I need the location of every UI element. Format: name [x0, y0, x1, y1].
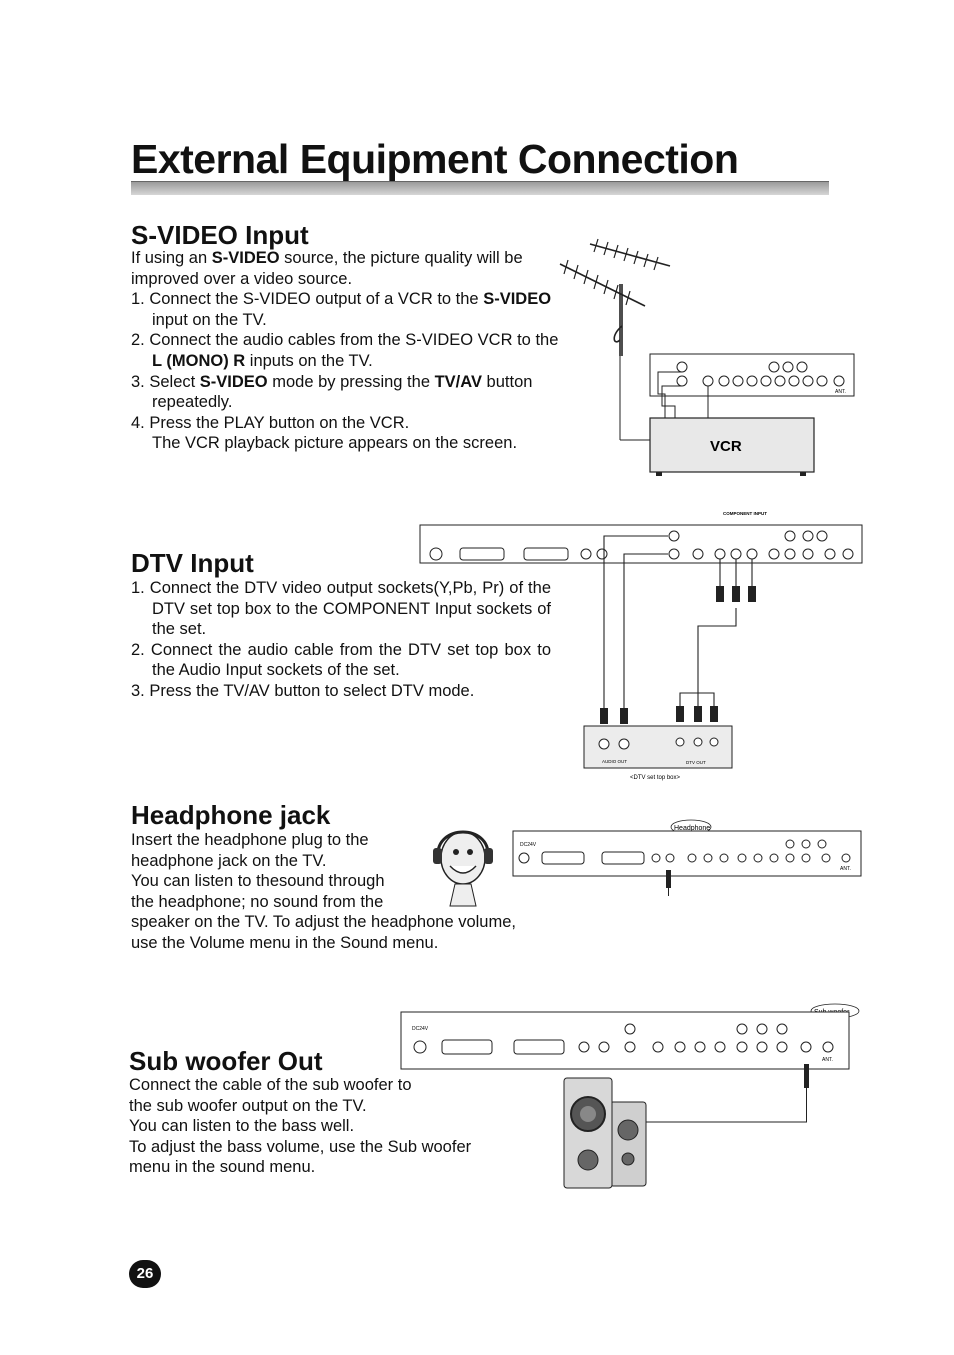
svideo-s2-a: 2. Connect the audio cables from the S-V…: [131, 331, 559, 350]
subwoofer-line: You can listen to the bass well.: [129, 1117, 355, 1136]
vcr-cables: [657, 371, 709, 418]
svideo-step-1: 1. Connect the S-VIDEO output of a VCR t…: [131, 289, 561, 330]
svideo-s3-c: mode by pressing the: [267, 372, 435, 391]
component-input-label: COMPONENT INPUT: [723, 511, 767, 516]
headphone-line: headphone jack on the TV.: [131, 851, 327, 870]
subwoofer-heading: Sub woofer Out: [129, 1046, 323, 1076]
headphone-line: speaker on the TV. To adjust the headpho…: [131, 913, 516, 932]
headphone-text: Insert the headphone plug to the headpho…: [131, 830, 571, 954]
headphone-connection-diagram: Headphone DC24V ANT.: [512, 819, 862, 896]
headphone-line: the headphone; no sound from the: [131, 892, 384, 911]
svideo-s1-b: S-VIDEO: [483, 290, 552, 309]
panel-jacks: [413, 1023, 834, 1055]
box-jacks: [598, 737, 719, 750]
page-title: External Equipment Connection: [131, 136, 739, 182]
dtv-step-3: 3. Press the TV/AV button to select DTV …: [131, 681, 475, 700]
svideo-step-4: 4. Press the PLAY button on the VCR.: [131, 413, 561, 434]
dtv-set-top-box: [583, 725, 733, 769]
title-underline: [131, 181, 829, 195]
svideo-s3-e: button repeatedly.: [152, 372, 533, 412]
svideo-intro-a: If using an: [131, 249, 212, 267]
vcr-box: [649, 417, 815, 473]
svideo-intro-b: S-VIDEO: [211, 249, 280, 267]
audio-out-label: AUDIO OUT: [602, 759, 627, 764]
subwoofer-plug: [804, 1064, 809, 1088]
vcr-foot: [656, 472, 662, 476]
dtv-out-label: DTV OUT: [686, 760, 706, 765]
dtv-heading: DTV Input: [131, 548, 254, 578]
svideo-intro: If using an S-VIDEO source, the picture …: [131, 248, 561, 289]
dtv-box-caption: <DTV set top box>: [630, 775, 681, 781]
headphone-heading: Headphone jack: [131, 800, 331, 830]
dtv-cables: [603, 535, 753, 716]
dtv-text: 1. Connect the DTV video output sockets(…: [131, 578, 551, 702]
page-number: 26: [129, 1260, 161, 1288]
headphone-callout-text: Headphone: [674, 825, 710, 832]
headphone-person-icon: [433, 830, 493, 907]
svideo-s1-a: 1. Connect the S-VIDEO output of a VCR t…: [131, 290, 484, 309]
svideo-step-3: 3. Select S-VIDEO mode by pressing the T…: [131, 372, 561, 413]
vcr-connection-diagram: VCR ANT.: [559, 238, 855, 476]
ant-label: ANT.: [840, 866, 851, 872]
subwoofer-line: menu in the sound menu.: [129, 1158, 316, 1177]
dc24v-label: DC24V: [520, 842, 537, 848]
headphone-line: You can listen to thesound through: [131, 872, 385, 891]
panel-jacks: [676, 361, 845, 387]
dc24v-label: DC24V: [412, 1026, 429, 1032]
ant-label: ANT.: [822, 1057, 833, 1063]
rca-plugs: [600, 586, 756, 724]
subwoofer-connection-diagram: Sub woofer DC24V ANT.: [400, 1003, 860, 1189]
svideo-s2-b: L (MONO) R: [152, 351, 246, 370]
svideo-s3-a: 3. Select: [131, 372, 200, 391]
antenna-icon: [559, 238, 671, 356]
svideo-step-4-note: The VCR playback picture appears on the …: [152, 434, 518, 453]
ant-label: ANT.: [835, 389, 846, 395]
tv-back-panel: [649, 353, 855, 397]
speaker-icon: [563, 1077, 647, 1189]
vcr-label: VCR: [710, 438, 742, 455]
svideo-text: If using an S-VIDEO source, the picture …: [131, 248, 561, 454]
subwoofer-text: Connect the cable of the sub woofer to t…: [129, 1075, 549, 1178]
svideo-intro-c: source, the picture quality will be impr…: [131, 249, 523, 288]
headphone-plug: [666, 870, 671, 888]
subwoofer-cable: [614, 1088, 807, 1123]
dtv-connection-diagram: COMPONENT INPUT AUDIO OUT DTV OUT <DTV s…: [419, 511, 863, 781]
subwoofer-line: Connect the cable of the sub woofer to: [129, 1076, 412, 1094]
subwoofer-line: the sub woofer output on the TV.: [129, 1096, 367, 1115]
svideo-s4-a: 4. Press the PLAY button on the VCR.: [131, 413, 410, 432]
svideo-s1-c: input on the TV.: [152, 310, 267, 329]
dtv-step-2: 2. Connect the audio cable from the DTV …: [131, 640, 551, 680]
headphone-line: use the Volume menu in the Sound menu.: [131, 933, 439, 952]
headphone-line: Insert the headphone plug to the: [131, 831, 369, 849]
svideo-s3-d: TV/AV: [434, 372, 482, 391]
svideo-step-2: 2. Connect the audio cables from the S-V…: [131, 330, 561, 371]
subwoofer-line: To adjust the bass volume, use the Sub w…: [129, 1137, 472, 1156]
svideo-heading: S-VIDEO Input: [131, 220, 309, 250]
vcr-foot: [800, 472, 806, 476]
panel-jacks: [518, 839, 851, 865]
svideo-s2-c: inputs on the TV.: [245, 351, 373, 370]
dtv-step-1: 1. Connect the DTV video output sockets(…: [131, 579, 551, 639]
svideo-s3-b: S-VIDEO: [199, 372, 268, 391]
